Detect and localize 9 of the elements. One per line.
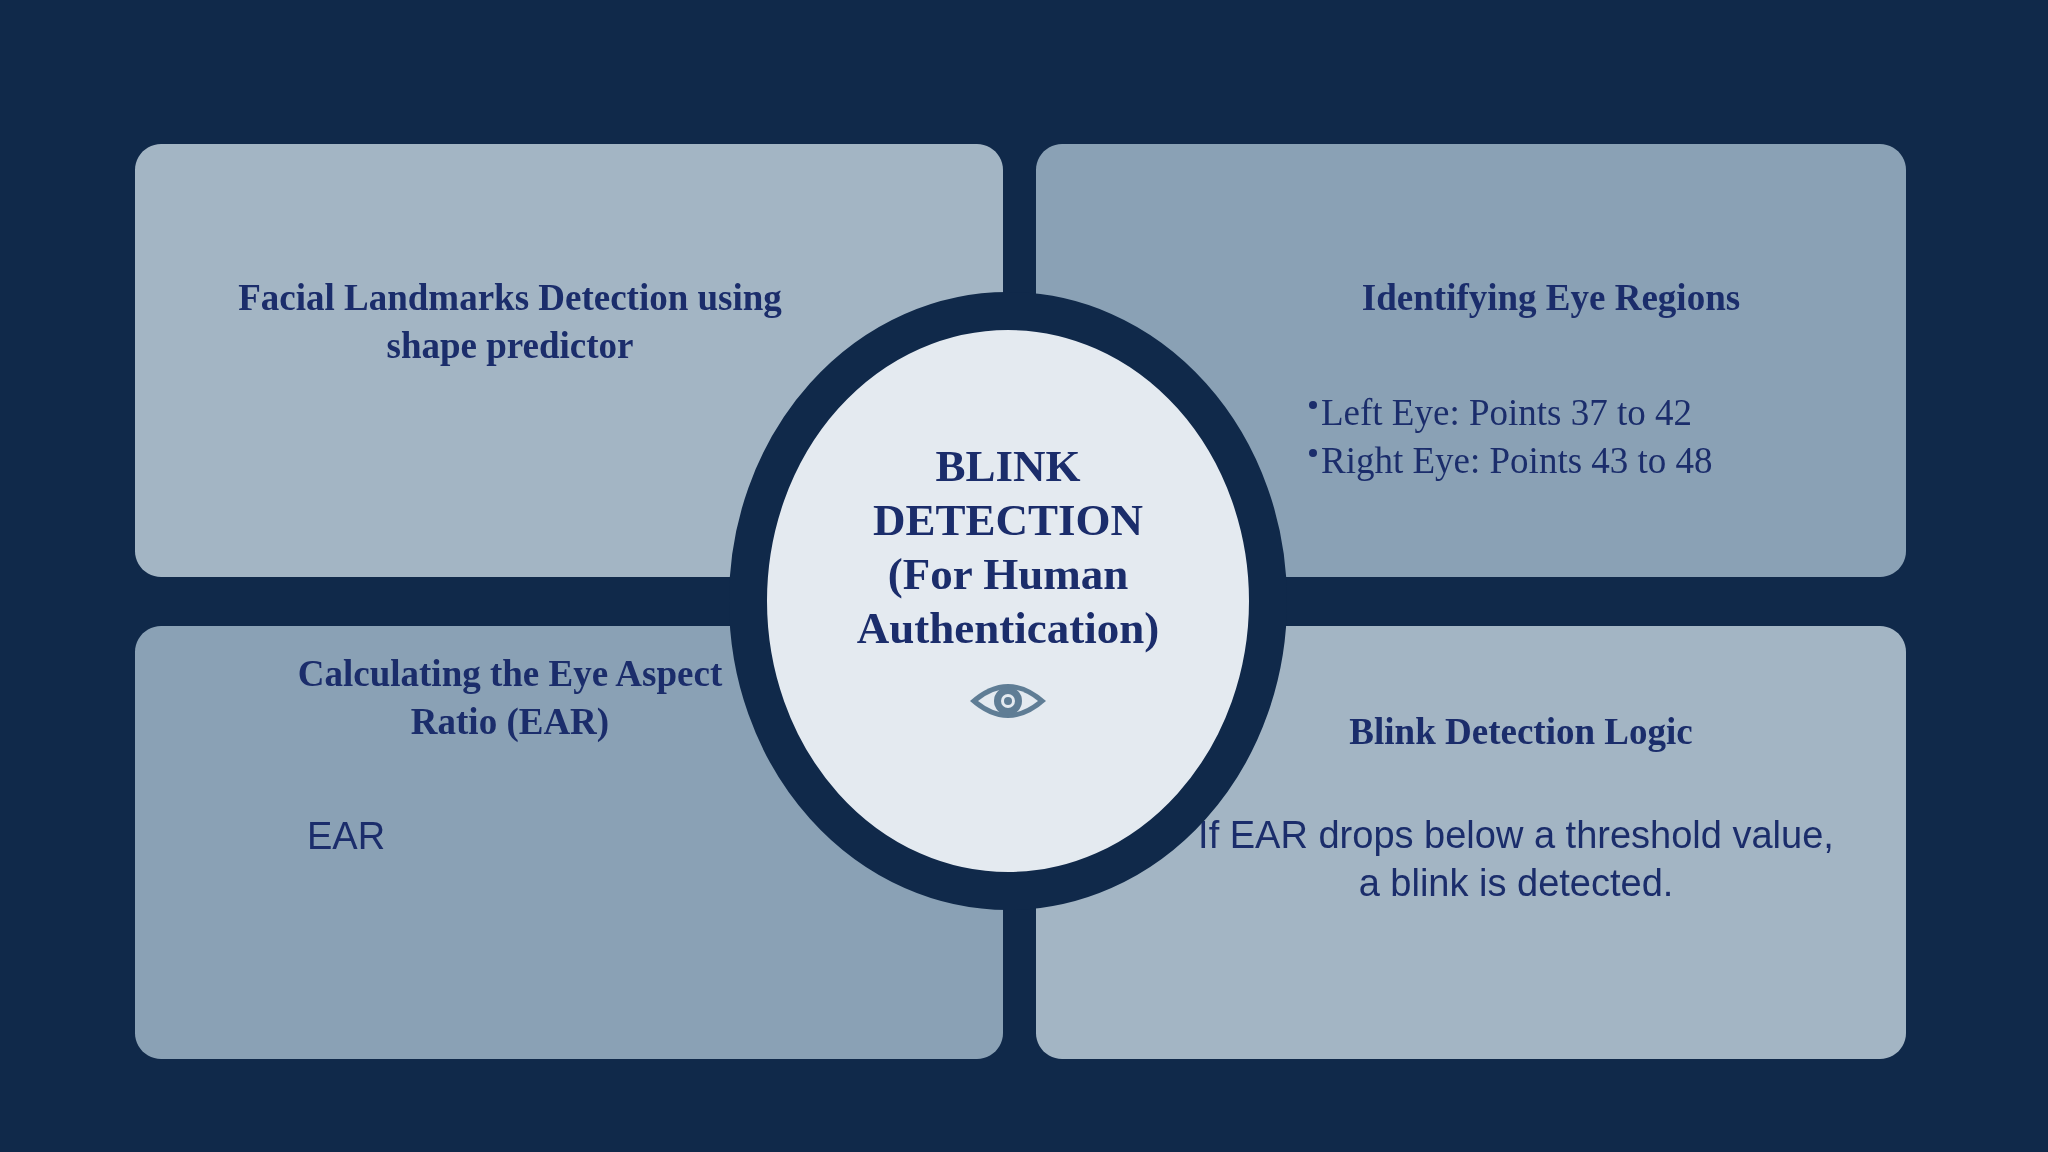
title-text: BLINK DETECTION (For Human Authentication) [855, 440, 1161, 655]
heading-text: Calculating the Eye Aspect Ratio (EAR) [296, 652, 724, 744]
body-text: EAR [307, 814, 386, 859]
heading-text: Facial Landmarks Detection using shape predictor [237, 276, 783, 368]
heading-text: Identifying Eye Regions [1360, 276, 1742, 320]
bullet-item: Right Eye: Points 43 to 48 [1321, 439, 1713, 483]
body-text: If EAR drops below a threshold value, a blink is detected. [1197, 813, 1835, 906]
heading-text: Blink Detection Logic [1348, 710, 1694, 754]
bullet-item: Left Eye: Points 37 to 42 [1321, 391, 1692, 435]
